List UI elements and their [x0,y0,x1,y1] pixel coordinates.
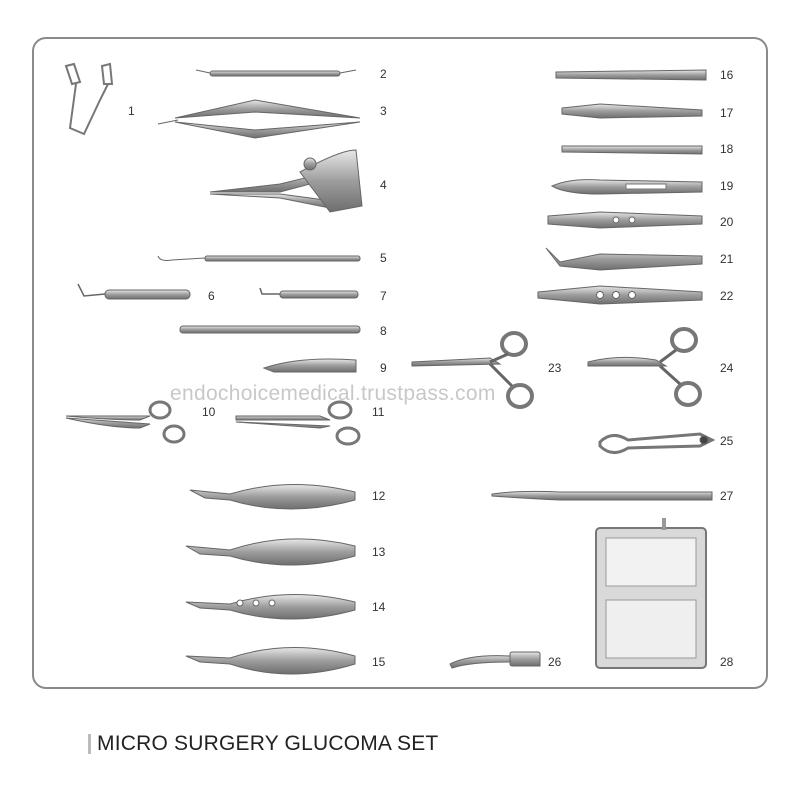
item-number: 7 [380,289,387,303]
item-number: 4 [380,178,387,192]
double-ended-hook-icon [195,69,357,77]
item-number: 6 [208,289,215,303]
micro-forceps-icon [491,490,713,501]
blade-handle-icon [179,325,361,334]
item-number: 25 [720,434,734,448]
item-number: 13 [372,545,386,559]
vannas-scissors-icon [185,538,356,566]
tying-forceps-icon [555,69,707,81]
lens-hook-icon [157,255,361,262]
cannula-icon [449,651,541,669]
clamp-icon [598,432,716,454]
item-number: 16 [720,68,734,82]
item-number: 3 [380,104,387,118]
item-number: 14 [372,600,386,614]
scalpel-blade-icon [262,358,357,373]
item-number: 28 [720,655,734,669]
item-number: 23 [548,361,562,375]
item-number: 17 [720,106,734,120]
item-number: 2 [380,67,387,81]
item-number: 26 [548,655,562,669]
item-number: 5 [380,251,387,265]
sterilization-tray-icon [595,518,707,669]
item-number: 19 [720,179,734,193]
straight-iris-scissors-icon [235,400,361,446]
angled-hook-icon [259,287,359,299]
eye-speculum-icon [64,62,114,136]
curved-iris-scissors-icon [65,400,186,444]
vannas-scissors-icon [185,647,356,675]
vannas-scissors-icon [189,484,356,510]
tissue-forceps-icon [561,103,703,119]
item-number: 18 [720,142,734,156]
item-number: 12 [372,489,386,503]
vannas-scissors-icon [185,594,356,620]
title-marker [88,734,91,754]
curved-forceps-icon [550,179,703,195]
needle-holder-icon [411,331,534,409]
knife-handle-icon [77,283,191,300]
spring-scissors-icon [157,99,361,139]
castroviejo-caliper-icon [209,149,363,213]
angled-forceps-icon [545,247,703,271]
watermark-text: endochoicemedical.trustpass.com [170,382,496,405]
item-number: 8 [380,324,387,338]
item-number: 11 [372,405,385,419]
item-number: 24 [720,361,734,375]
straight-forceps-icon [547,211,703,229]
item-number: 22 [720,289,734,303]
item-number: 27 [720,489,734,503]
page-title: MICRO SURGERY GLUCOMA SET [97,732,439,755]
item-number: 10 [202,405,216,419]
fine-forceps-icon [561,145,703,155]
item-number: 15 [372,655,386,669]
item-number: 21 [720,252,734,266]
curved-needle-holder-icon [587,327,702,407]
item-number: 20 [720,215,734,229]
capsulorhexis-forceps-icon [537,285,703,305]
item-number: 9 [380,361,387,375]
item-number: 1 [128,104,135,118]
